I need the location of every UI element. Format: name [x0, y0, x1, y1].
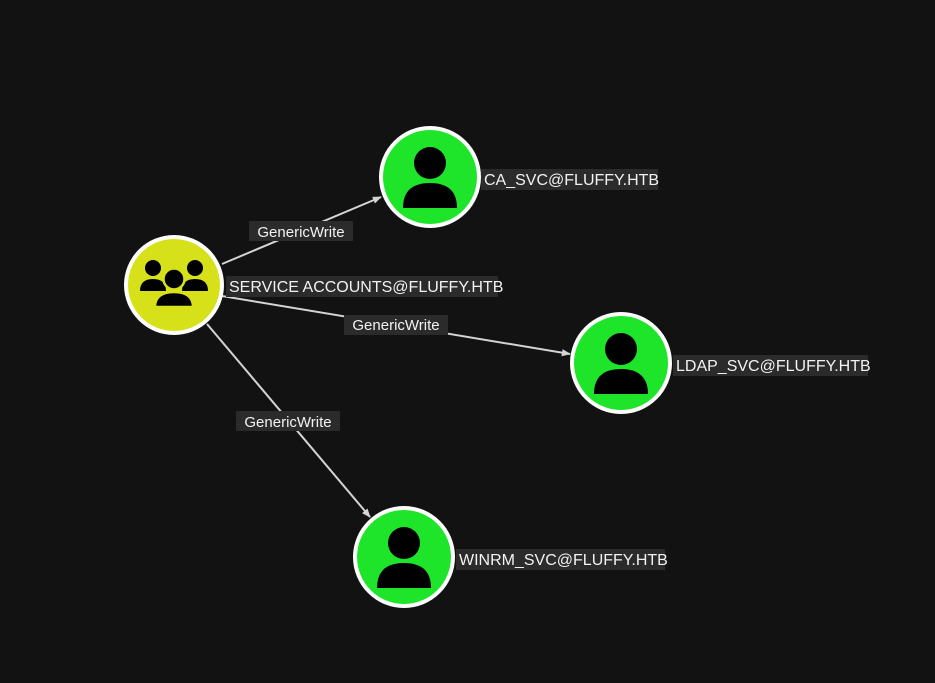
user-icon	[594, 333, 648, 394]
node-ldap-svc[interactable]: LDAP_SVC@FLUFFY.HTB	[570, 312, 871, 414]
node-winrm-svc[interactable]: WINRM_SVC@FLUFFY.HTB	[353, 506, 668, 608]
edge-label-winrm-svc: GenericWrite	[244, 414, 331, 431]
node-label-bg	[456, 549, 665, 570]
user-icon	[403, 147, 457, 208]
edge-label-bg	[249, 221, 353, 241]
node-label-bg	[226, 276, 498, 297]
edge-service-accounts-to-ca-svc[interactable]: GenericWrite	[221, 196, 382, 265]
node-label-bg	[481, 169, 658, 190]
nodes-layer: SERVICE ACCOUNTS@FLUFFY.HTB CA_SVC@FLUFF…	[124, 126, 871, 608]
node-ca-svc[interactable]: CA_SVC@FLUFFY.HTB	[379, 126, 659, 228]
edge-label-ca-svc: GenericWrite	[257, 224, 344, 241]
edges-layer: GenericWrite GenericWrite GenericWrite	[206, 196, 571, 518]
edge-label-ldap-svc: GenericWrite	[352, 317, 439, 334]
node-label-ldap-svc: LDAP_SVC@FLUFFY.HTB	[676, 358, 871, 375]
node-label-ca-svc: CA_SVC@FLUFFY.HTB	[484, 172, 659, 189]
edge-service-accounts-to-winrm-svc[interactable]: GenericWrite	[206, 323, 371, 518]
node-label-bg	[673, 355, 868, 376]
node-label-winrm-svc: WINRM_SVC@FLUFFY.HTB	[459, 552, 668, 569]
users-group-icon	[140, 260, 208, 309]
edge-label-bg	[236, 411, 340, 431]
user-icon	[377, 527, 431, 588]
edge-service-accounts-to-ldap-svc[interactable]: GenericWrite	[221, 295, 571, 357]
edge-label-bg	[344, 315, 448, 335]
node-service-accounts[interactable]: SERVICE ACCOUNTS@FLUFFY.HTB	[124, 235, 503, 335]
node-label-service-accounts: SERVICE ACCOUNTS@FLUFFY.HTB	[229, 279, 503, 296]
